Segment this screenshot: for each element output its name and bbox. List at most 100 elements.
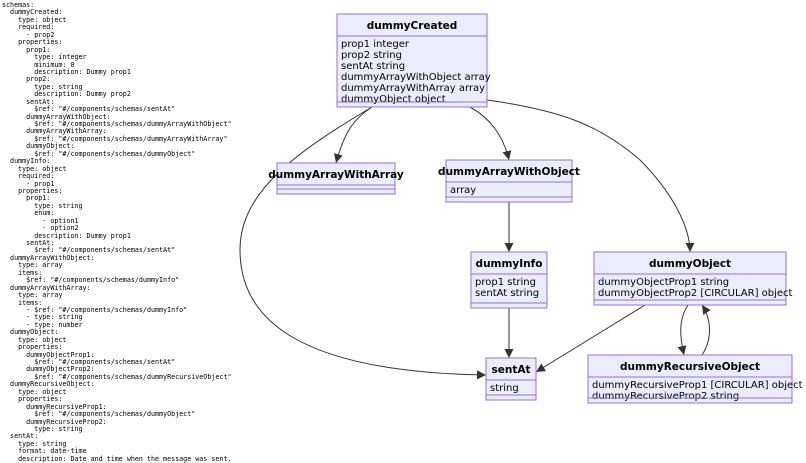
yaml-line: sentAt: [2,97,55,106]
entity-attribute: prop1 integer [341,39,410,50]
yaml-line: properties: [2,343,63,352]
yaml-line: dummyRecursiveProp2: [2,417,107,426]
yaml-line: - type: string [2,313,83,322]
yaml-line: type: integer [2,53,87,62]
yaml-line: dummyObject: [2,328,59,337]
yaml-line: prop1: [2,45,51,54]
entity-title: dummyObject [649,258,731,270]
yaml-line: required: [2,172,55,181]
edge-dummyrecursiveobject-to-dummyobject [701,304,711,356]
entity-sent-at: sentAt string [485,357,537,401]
yaml-line: $ref: "#/components/schemas/sentAt" [2,358,176,366]
entity-title: dummyCreated [367,20,457,32]
entity-title: sentAt [491,364,530,376]
yaml-line: - $ref: "#/components/schemas/dummyInfo" [2,305,188,314]
entity-attribute: prop2 string [341,50,402,61]
yaml-line: properties: [2,395,63,404]
yaml-line: - prop1 [2,179,55,188]
entity-attribute: dummyRecursiveProp1 [CIRCULAR] object [592,380,803,391]
yaml-line: type: array [2,261,63,270]
entity-dummy-array-with-array: dummyArrayWithArray [268,162,404,195]
edge-dummyobject-to-dummyrecursiveobject [677,304,689,356]
entity-title: dummyRecursiveObject [620,361,760,373]
yaml-line: - prop2 [2,30,55,39]
yaml-line: dummyInfo: [2,157,51,166]
entity-dummy-object: dummyObject dummyObjectProp1 stringdummyO… [593,251,793,306]
yaml-line: type: string [2,424,83,433]
entity-attribute: dummyObjectProp2 [CIRCULAR] object [598,288,793,299]
yaml-line: sentAt: [2,239,55,247]
entity-attribute: dummyObject object [341,94,446,105]
entity-attribute: dummyArrayWithArray array [341,83,485,94]
yaml-line: type: object [2,15,67,24]
yaml-line: $ref: "#/components/schemas/dummyArrayWi… [2,134,228,143]
entity-dummy-recursive-object: dummyRecursiveObject dummyRecursiveProp1 … [587,354,803,404]
yaml-line: $ref: "#/components/schemas/sentAt" [2,246,176,255]
yaml-line: - type: number [2,320,83,329]
yaml-line: enum: [2,209,55,218]
entity-box [593,251,787,306]
entity-box [587,354,793,404]
edge-dummyobject-to-sentat [535,304,646,373]
yaml-line: description: Dummy prop1 [2,231,131,240]
yaml-line: $ref: "#/components/schemas/dummyRecursi… [2,372,232,381]
yaml-line: dummyRecursiveObject: [2,380,95,389]
yaml-line: type: string [2,439,67,448]
yaml-line: type: object [2,164,67,173]
yaml-line: dummyArrayWithArray: [2,283,91,292]
yaml-line: description: Date and time when the mess… [2,454,232,463]
yaml-line: sentAt: [2,432,39,441]
yaml-line: $ref: "#/components/schemas/sentAt" [2,105,176,114]
edge-dummycreated-to-sentat [239,106,487,380]
yaml-line: properties: [2,38,63,47]
yaml-line: items: [2,298,43,307]
entity-attribute: array [450,185,476,196]
yaml-line: $ref: "#/components/schemas/dummyArrayWi… [2,120,232,128]
entity-attribute: dummyRecursiveProp2 string [592,391,739,402]
diagram-edges [239,99,711,380]
yaml-line: $ref: "#/components/schemas/dummyInfo" [2,276,180,285]
yaml-line: dummyRecursiveProp1: [2,402,107,411]
entity-attribute: sentAt string [341,61,405,72]
yaml-line: prop1: [2,194,51,203]
yaml-line: $ref: "#/components/schemas/dummyObject" [2,410,196,419]
entity-title: dummyInfo [476,258,543,270]
yaml-line: $ref: "#/components/schemas/dummyObject" [2,149,196,158]
yaml-line: schemas: [2,1,35,9]
yaml-line: items: [2,268,43,277]
entity-attribute: sentAt string [475,288,539,299]
entity-title: dummyArrayWithObject [438,166,580,178]
yaml-line: format: date-time [2,447,87,456]
yaml-line: type: string [2,82,83,91]
yaml-line: required: [2,23,55,32]
yaml-line: dummyObjectProp1: [2,350,95,359]
yaml-line: properties: [2,186,63,195]
entity-box [485,357,537,401]
entity-attribute: string [490,383,519,394]
yaml-line: type: array [2,291,63,300]
entity-attribute: dummyObjectProp1 string [598,277,729,288]
edge-dummycreated-to-dummyarraywitharray [334,106,373,164]
yaml-line: prop2: [2,75,51,84]
entity-dummy-array-with-object: dummyArrayWithObject array [438,159,580,203]
yaml-line: dummyCreated: [2,8,63,17]
edge-dummycreated-to-dummyobject [486,99,695,253]
entity-box [470,251,548,309]
entity-box [336,13,488,108]
yaml-line: - option2 [2,224,79,233]
yaml-line: description: Dummy prop2 [2,90,131,99]
yaml-line: minimum: 0 [2,60,75,69]
yaml-line: type: string [2,201,83,210]
entity-title: dummyArrayWithArray [268,169,404,181]
yaml-line: - option1 [2,216,79,225]
yaml-line: dummyObjectProp2: [2,365,95,374]
edge-dummycreated-to-dummyarraywithobject [469,106,512,161]
yaml-line: type: object [2,335,67,344]
yaml-line: description: Dummy prop1 [2,67,131,76]
entity-box [445,159,573,203]
yaml-line: dummyArrayWithObject: [2,112,111,121]
entity-attribute: dummyArrayWithObject array [341,72,491,83]
